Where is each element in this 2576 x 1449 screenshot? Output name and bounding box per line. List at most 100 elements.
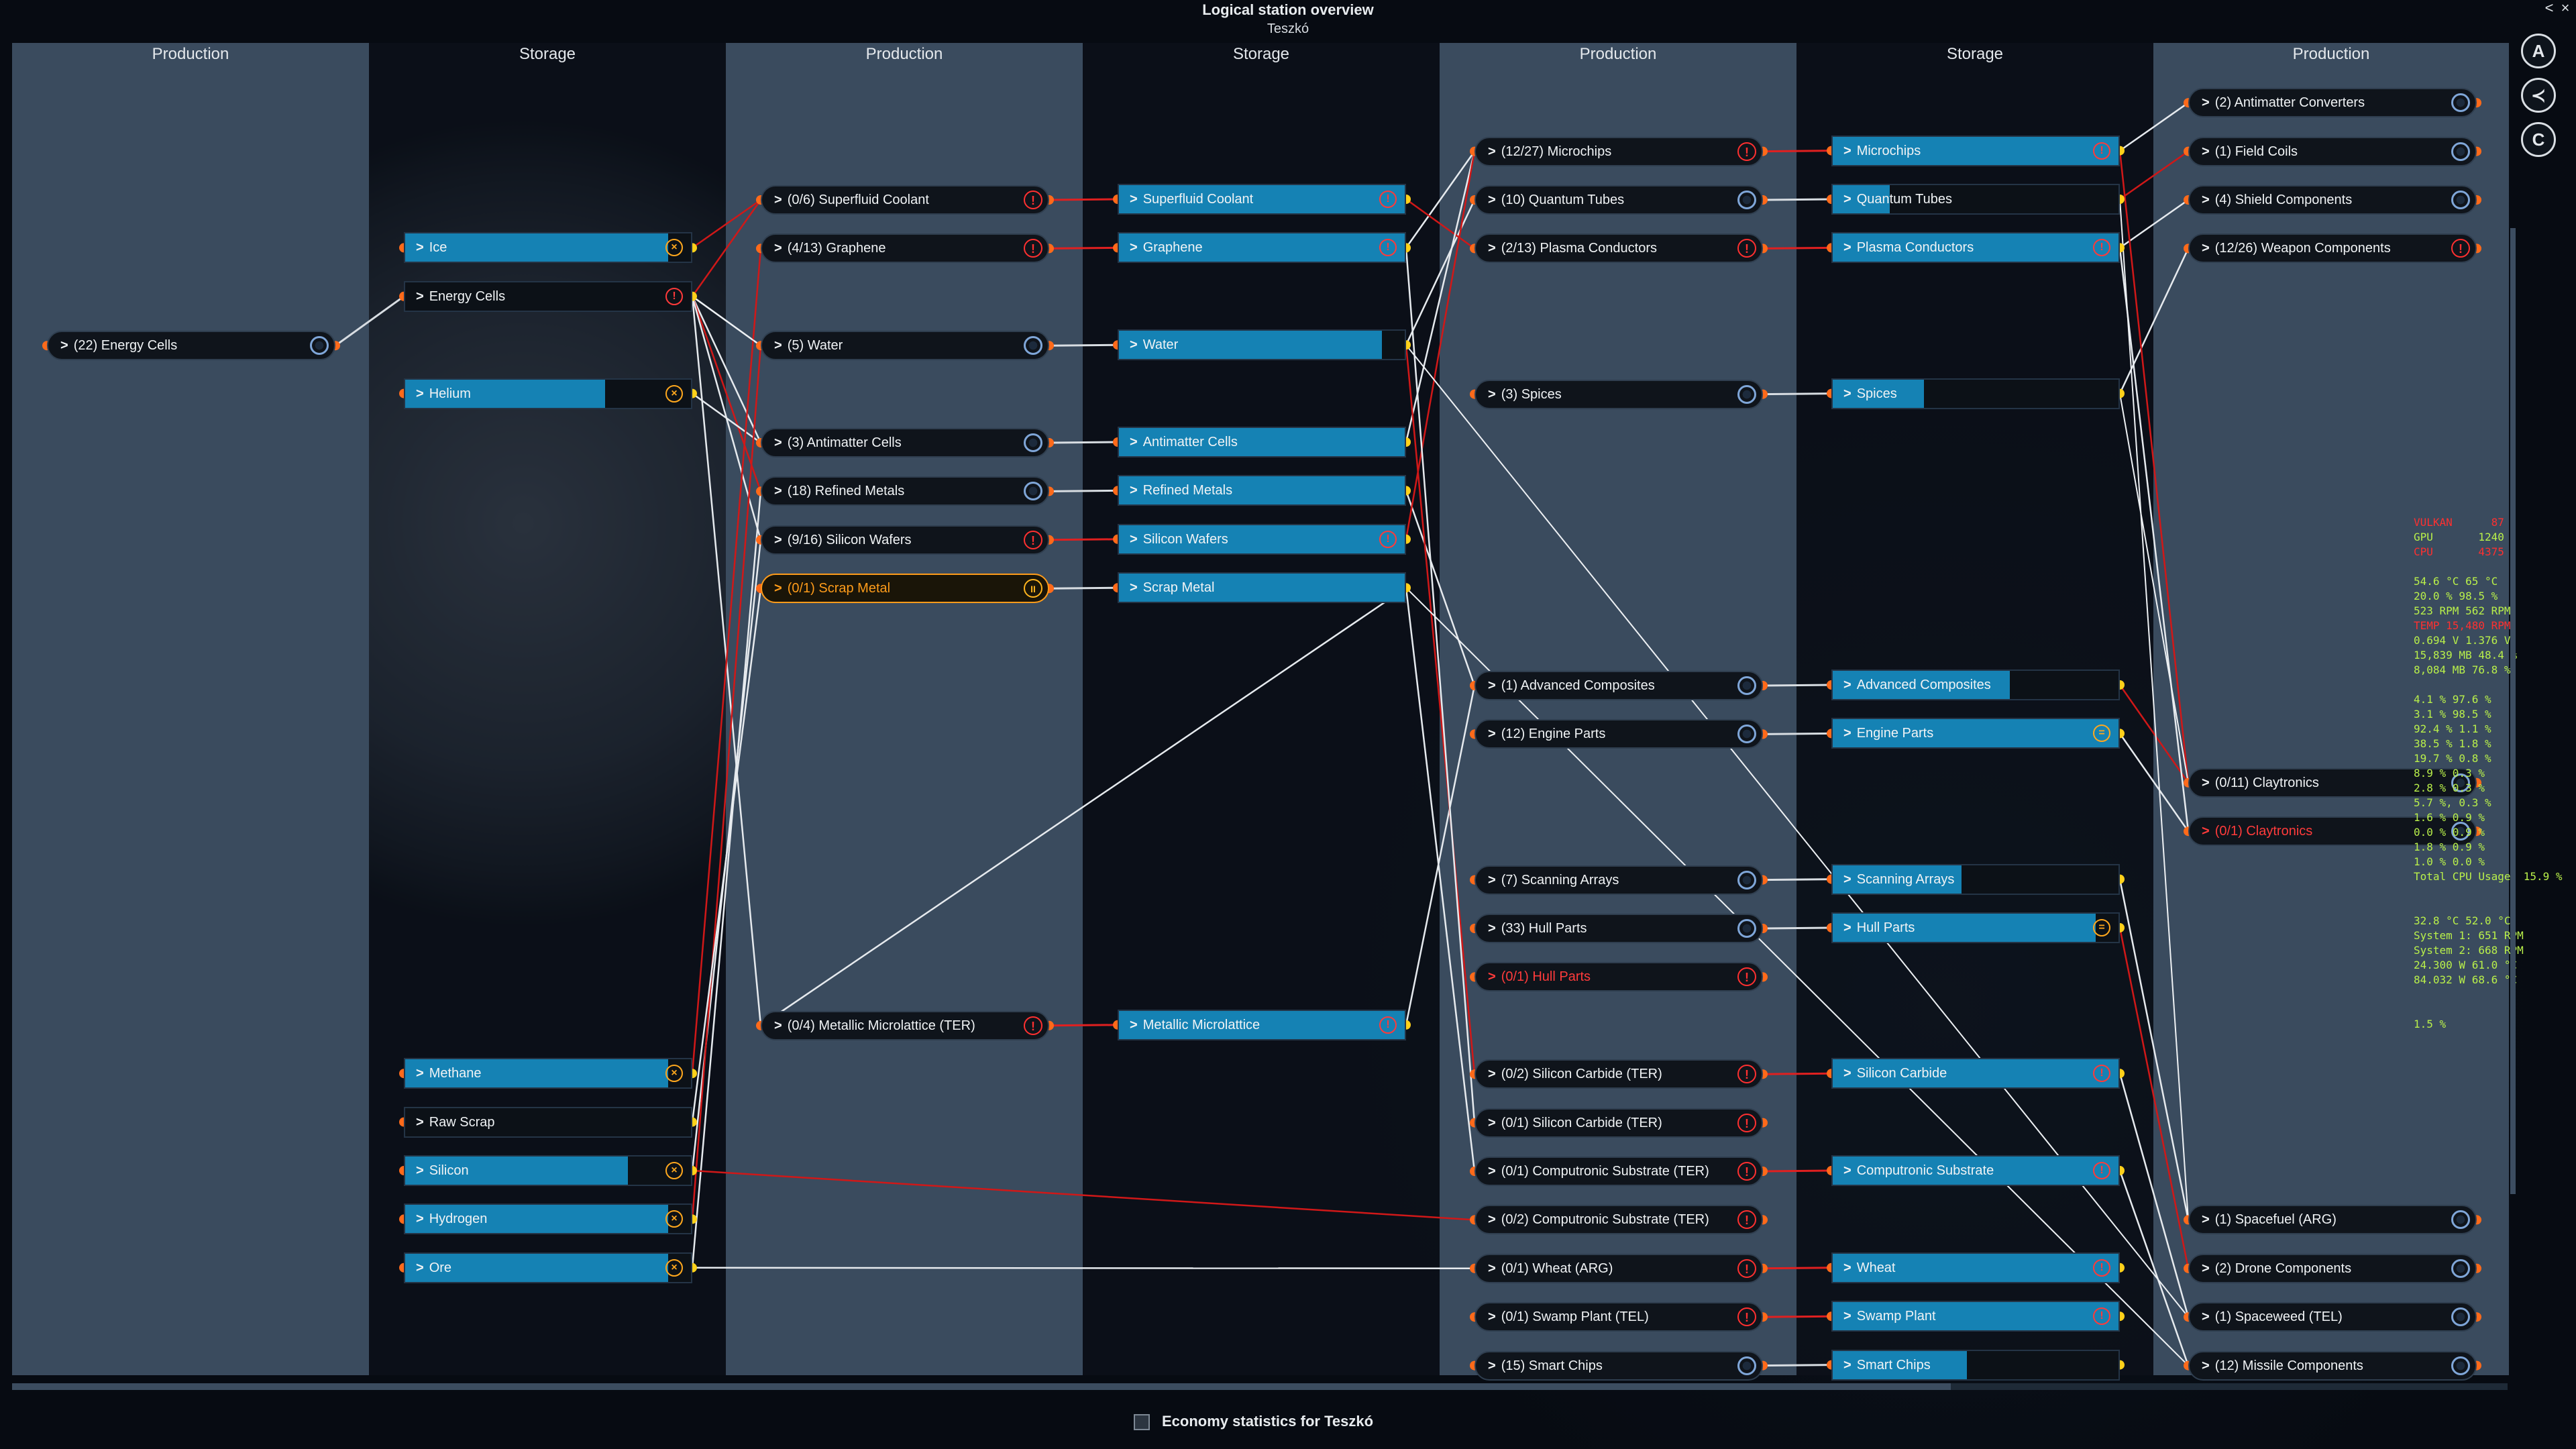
side-button-c[interactable]: C — [2521, 122, 2556, 157]
chevron-right-icon: > — [1488, 727, 1496, 742]
chevron-right-icon: > — [1488, 386, 1496, 402]
production-module[interactable]: >(4/13) Graphene! — [761, 233, 1049, 264]
production-module[interactable]: >(1) Spaceweed (TEL) — [2188, 1302, 2477, 1332]
economy-stats-toggle[interactable]: Economy statistics for Teszkó — [1134, 1411, 1373, 1432]
production-module[interactable]: >(12/26) Weapon Components! — [2188, 233, 2477, 264]
vertical-scrollbar[interactable] — [2510, 228, 2516, 1194]
storage-ware-label: >Methane — [416, 1059, 482, 1087]
production-module[interactable]: >(3) Spices — [1474, 379, 1763, 409]
economy-stats-checkbox[interactable] — [1134, 1414, 1150, 1431]
storage-ware[interactable]: >Silicon Wafers! — [1118, 523, 1406, 555]
production-module[interactable]: >(0/1) Claytronics — [2188, 816, 2477, 847]
storage-ware[interactable]: >Swamp Plant! — [1831, 1301, 2120, 1332]
side-button-share[interactable]: ≺ — [2521, 78, 2556, 113]
production-module[interactable]: >(12) Missile Components — [2188, 1350, 2477, 1381]
production-module[interactable]: >(10) Quantum Tubes — [1474, 185, 1763, 215]
storage-ware-name: Quantum Tubes — [1856, 192, 1952, 207]
production-module[interactable]: >(5) Water — [761, 331, 1049, 361]
storage-ware[interactable]: >Engine Parts= — [1831, 718, 2120, 749]
production-module-label: (0/4) Metallic Microlattice (TER) — [787, 1018, 975, 1033]
storage-blocked-icon: × — [665, 1258, 683, 1277]
close-icon[interactable]: × — [2561, 0, 2570, 16]
perf-line: TEMP 15,480 RPM — [2414, 619, 2511, 632]
storage-ware[interactable]: >Silicon× — [404, 1155, 692, 1186]
perf-line — [2414, 559, 2575, 574]
production-module[interactable]: >(12) Engine Parts — [1474, 719, 1763, 749]
storage-ware[interactable]: >Methane× — [404, 1058, 692, 1089]
storage-ware[interactable]: >Spices — [1831, 378, 2120, 409]
storage-ware[interactable]: >Superfluid Coolant! — [1118, 184, 1406, 215]
production-module[interactable]: >(0/1) Hull Parts! — [1474, 962, 1763, 992]
storage-ware[interactable]: >Wheat! — [1831, 1252, 2120, 1283]
storage-ware[interactable]: >Refined Metals — [1118, 475, 1406, 506]
production-module[interactable]: >(0/1) Wheat (ARG)! — [1474, 1253, 1763, 1283]
storage-ware[interactable]: >Scrap Metal — [1118, 572, 1406, 604]
production-module[interactable]: >(1) Advanced Composites — [1474, 671, 1763, 700]
production-module[interactable]: >(0/6) Superfluid Coolant! — [761, 185, 1049, 215]
perf-line: 92.4 % 1.1 % — [2414, 722, 2491, 735]
production-module[interactable]: >(1) Spacefuel (ARG) — [2188, 1205, 2477, 1235]
chevron-right-icon: > — [1843, 1163, 1851, 1178]
storage-ware[interactable]: >Energy Cells! — [404, 280, 692, 312]
storage-ware[interactable]: >Computronic Substrate! — [1831, 1155, 2120, 1186]
perf-line: 8.9 % 0.3 % — [2414, 767, 2485, 780]
production-module[interactable]: >(22) Energy Cells — [47, 331, 335, 361]
production-module[interactable]: >(2) Antimatter Converters — [2188, 88, 2477, 118]
production-module[interactable]: >(18) Refined Metals — [761, 476, 1049, 506]
production-module[interactable]: >(0/1) Silicon Carbide (TER)! — [1474, 1108, 1763, 1138]
storage-ware[interactable]: >Metallic Microlattice! — [1118, 1009, 1406, 1040]
storage-ware[interactable]: >Raw Scrap — [404, 1106, 692, 1138]
production-module[interactable]: >(2/13) Plasma Conductors! — [1474, 233, 1763, 264]
production-module[interactable]: >(12/27) Microchips! — [1474, 136, 1763, 166]
chevron-right-icon: > — [774, 581, 782, 596]
storage-ware-name: Scrap Metal — [1142, 580, 1215, 596]
production-module[interactable]: >(33) Hull Parts — [1474, 914, 1763, 943]
storage-level-fill — [405, 233, 668, 262]
production-module[interactable]: >(4) Shield Components — [2188, 185, 2477, 215]
horizontal-scrollbar[interactable] — [12, 1383, 1951, 1390]
storage-level-fill — [1833, 1253, 2118, 1282]
storage-ware[interactable]: >Ore× — [404, 1252, 692, 1283]
chevron-right-icon: > — [1843, 143, 1851, 158]
storage-warning-icon: ! — [2093, 1162, 2110, 1179]
chevron-right-icon: > — [1843, 678, 1851, 692]
storage-ware[interactable]: >Scanning Arrays — [1831, 863, 2120, 895]
chevron-right-icon: > — [416, 1260, 424, 1275]
storage-ware[interactable]: >Hull Parts= — [1831, 912, 2120, 943]
production-module[interactable]: >(0/1) Computronic Substrate (TER)! — [1474, 1157, 1763, 1186]
production-module[interactable]: >(2) Drone Components — [2188, 1253, 2477, 1283]
production-module[interactable]: >(0/11) Claytronics — [2188, 767, 2477, 798]
production-module[interactable]: >(0/2) Computronic Substrate (TER)! — [1474, 1205, 1763, 1235]
storage-ware[interactable]: >Graphene! — [1118, 232, 1406, 264]
storage-ware[interactable]: >Advanced Composites — [1831, 669, 2120, 700]
production-module[interactable]: >(0/2) Silicon Carbide (TER)! — [1474, 1059, 1763, 1089]
production-module[interactable]: >(7) Scanning Arrays — [1474, 865, 1763, 895]
storage-ware-label: >Computronic Substrate — [1843, 1157, 1994, 1185]
storage-ware[interactable]: >Hydrogen× — [404, 1203, 692, 1235]
production-module[interactable]: >(9/16) Silicon Wafers! — [761, 525, 1049, 555]
production-module-label: (12/27) Microchips — [1501, 144, 1612, 159]
storage-ware[interactable]: >Antimatter Cells — [1118, 427, 1406, 458]
storage-ware[interactable]: >Silicon Carbide! — [1831, 1058, 2120, 1089]
storage-ware[interactable]: >Ice× — [404, 232, 692, 264]
production-module[interactable]: >(3) Antimatter Cells — [761, 428, 1049, 458]
production-module[interactable]: >(15) Smart Chips — [1474, 1350, 1763, 1381]
production-module-label: (4) Shield Components — [2214, 193, 2353, 207]
production-module[interactable]: >(0/4) Metallic Microlattice (TER)! — [761, 1010, 1049, 1040]
storage-ware[interactable]: >Plasma Conductors! — [1831, 232, 2120, 264]
column-storage-1: Storage — [369, 43, 726, 1375]
chevron-right-icon: > — [774, 193, 782, 207]
storage-ware[interactable]: >Smart Chips — [1831, 1349, 2120, 1381]
storage-ware-name: Microchips — [1856, 143, 1921, 158]
back-icon[interactable]: < — [2544, 0, 2554, 16]
production-module[interactable]: >(0/1) Swamp Plant (TEL)! — [1474, 1302, 1763, 1332]
storage-ware-label: >Superfluid Coolant — [1130, 185, 1253, 213]
storage-ware[interactable]: >Quantum Tubes — [1831, 184, 2120, 215]
production-module[interactable]: >(1) Field Coils — [2188, 136, 2477, 166]
storage-ware[interactable]: >Microchips! — [1831, 135, 2120, 166]
storage-ware[interactable]: >Helium× — [404, 378, 692, 409]
side-button-a[interactable]: A — [2521, 34, 2556, 68]
chevron-right-icon: > — [1843, 871, 1851, 887]
storage-ware[interactable]: >Water — [1118, 329, 1406, 361]
